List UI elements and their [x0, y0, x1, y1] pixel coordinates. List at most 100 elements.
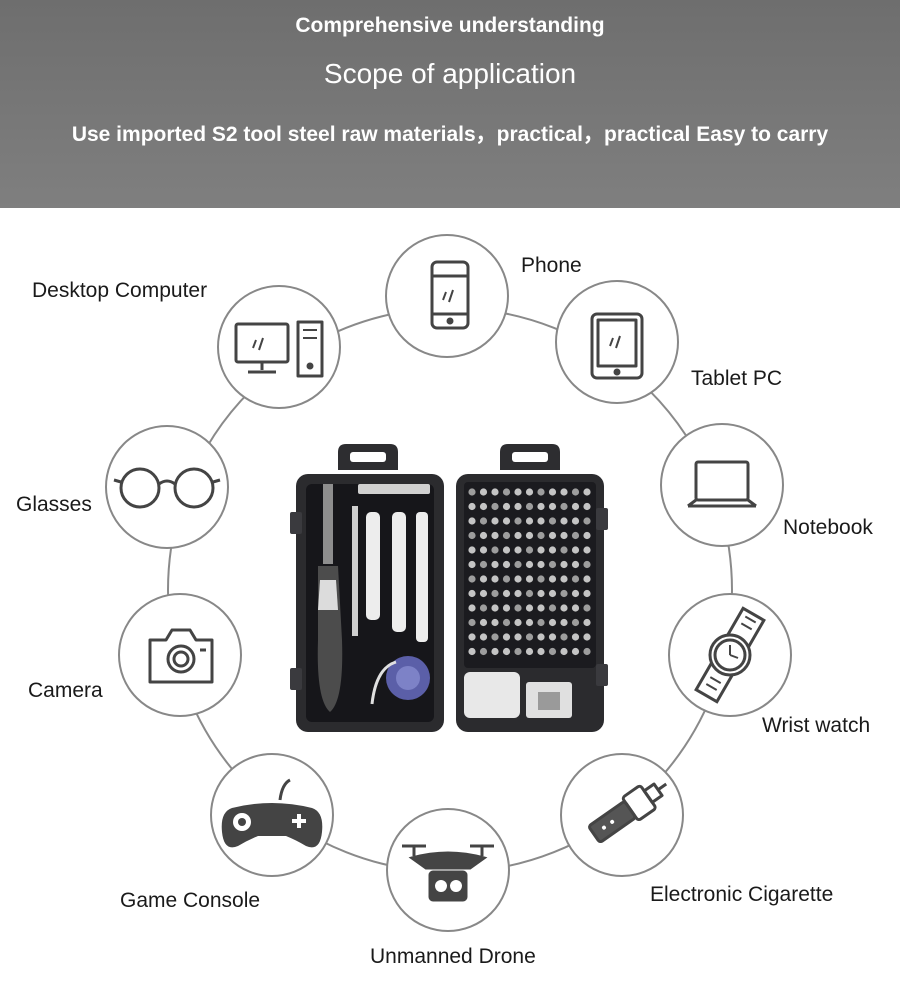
screwdriver-bit [548, 604, 557, 612]
screwdriver-bit [583, 589, 591, 598]
screwdriver-bit [491, 604, 499, 612]
screwdriver-bit [479, 618, 488, 627]
tablet-icon [590, 312, 644, 380]
screwdriver-bit [479, 647, 488, 656]
screwdriver-bit [479, 546, 488, 554]
screwdriver-bit [583, 647, 591, 656]
screwdriver-bit [548, 633, 557, 641]
screwdriver-bit [571, 531, 580, 540]
screwdriver-bit [491, 633, 499, 641]
screwdriver-bit [514, 531, 522, 540]
screwdriver-bit [583, 502, 591, 511]
vape-icon [588, 782, 668, 844]
wristwatch-icon [694, 606, 766, 704]
screwdriver-bit [491, 502, 499, 511]
screwdriver-bit [548, 488, 557, 496]
screwdriver-bit [479, 531, 488, 540]
screwdriver-bit [537, 575, 545, 583]
screwdriver-bit [514, 589, 522, 598]
screwdriver-bit [525, 502, 534, 511]
screwdriver-bit [479, 589, 488, 598]
label-glasses: Glasses [16, 493, 92, 516]
screwdriver-bit [479, 502, 488, 511]
screwdriver-bit [537, 488, 545, 496]
header-description: Use imported S2 tool steel raw materials… [71, 123, 829, 146]
label-wrist-watch: Wrist watch [762, 714, 871, 737]
screwdriver-bit [525, 633, 534, 641]
screwdriver-bit [571, 560, 580, 569]
screwdriver-bit [468, 546, 476, 554]
screwdriver-bit [560, 502, 568, 511]
screwdriver-bit [491, 618, 499, 627]
screwdriver-bit [491, 546, 499, 554]
screwdriver-bit [502, 546, 511, 554]
label-phone: Phone [521, 254, 582, 277]
screwdriver-bit [537, 546, 545, 554]
screwdriver-bit [468, 517, 476, 525]
laptop-icon [687, 460, 757, 508]
phone-icon [430, 260, 470, 330]
screwdriver-bit [548, 560, 557, 569]
screwdriver-bit [525, 604, 534, 612]
screwdriver-bit [502, 575, 511, 583]
screwdriver-bit [491, 517, 499, 525]
screwdriver-bit [537, 517, 545, 525]
screwdriver-bit [468, 647, 476, 656]
screwdriver-bit [514, 633, 522, 641]
screwdriver-bit [502, 517, 511, 525]
screwdriver-bit [468, 604, 476, 612]
header-banner: Comprehensive understanding Scope of app… [0, 0, 900, 208]
screwdriver-kit-image [290, 444, 608, 732]
screwdriver-bit [514, 502, 522, 511]
screwdriver-bit [548, 546, 557, 554]
screwdriver-bit [479, 488, 488, 496]
screwdriver-bit [560, 546, 568, 554]
screwdriver-bit [502, 560, 511, 569]
screwdriver-bit [502, 531, 511, 540]
screwdriver-bit [560, 531, 568, 540]
screwdriver-bit [468, 575, 476, 583]
screwdriver-bit [560, 575, 568, 583]
screwdriver-bit [514, 647, 522, 656]
screwdriver-bit [571, 618, 580, 627]
screwdriver-bit [525, 647, 534, 656]
screwdriver-bit [491, 488, 499, 496]
screwdriver-bit [548, 575, 557, 583]
screwdriver-bit [537, 604, 545, 612]
screwdriver-bit [468, 488, 476, 496]
screwdriver-bit [548, 517, 557, 525]
screwdriver-bit [525, 531, 534, 540]
screwdriver-bit [571, 575, 580, 583]
screwdriver-bit [571, 647, 580, 656]
screwdriver-bit [491, 647, 499, 656]
label-unmanned-drone: Unmanned Drone [370, 945, 536, 968]
screwdriver-bit [514, 546, 522, 554]
screwdriver-bit [537, 531, 545, 540]
screwdriver-bit [491, 589, 499, 598]
screwdriver-bit [468, 502, 476, 511]
label-camera: Camera [28, 679, 103, 702]
screwdriver-bit [502, 589, 511, 598]
screwdriver-bit [560, 560, 568, 569]
header-title: Comprehensive understanding [295, 14, 605, 37]
screwdriver-bit [548, 618, 557, 627]
screwdriver-bit [479, 517, 488, 525]
screwdriver-bit [583, 618, 591, 627]
screwdriver-bit [525, 517, 534, 525]
screwdriver-bit [502, 647, 511, 656]
screwdriver-bit [548, 502, 557, 511]
screwdriver-bit [491, 531, 499, 540]
screwdriver-bit [560, 488, 568, 496]
screwdriver-bit [514, 604, 522, 612]
screwdriver-bit [548, 589, 557, 598]
screwdriver-bit [571, 589, 580, 598]
screwdriver-bit [583, 575, 591, 583]
screwdriver-bit [537, 647, 545, 656]
screwdriver-bit [583, 546, 591, 554]
screwdriver-bit [583, 488, 591, 496]
screwdriver-bit [571, 633, 580, 641]
screwdriver-bit [514, 560, 522, 569]
screwdriver-bit [468, 531, 476, 540]
screwdriver-bit [468, 618, 476, 627]
